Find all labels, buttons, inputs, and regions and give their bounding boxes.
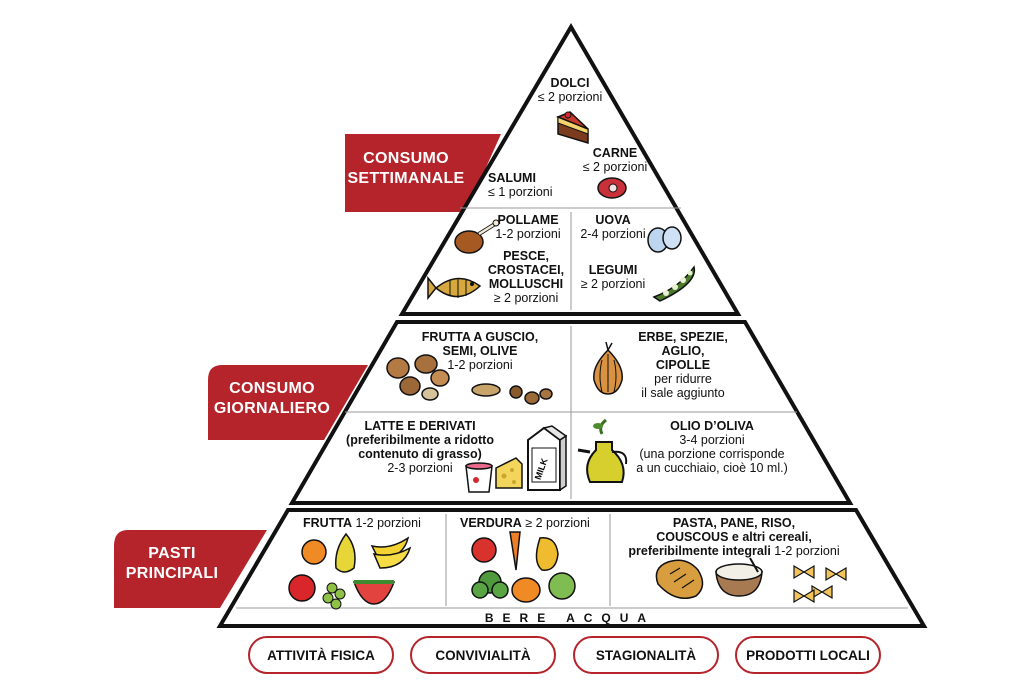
salumi-name: SALUMI [488, 171, 536, 185]
pasta-icon [793, 564, 847, 604]
daily-band [208, 365, 368, 440]
item-olio: OLIO D’OLIVA 3-4 porzioni (una porzione … [632, 419, 792, 475]
dolci-name: DOLCI [550, 76, 590, 90]
olio-note-1: (una porzione corrisponde [639, 447, 785, 461]
erbe-note-2: il sale aggiunto [641, 386, 725, 400]
frutta-guscio-name-2: SEMI, OLIVE [442, 344, 518, 358]
pill-stagionalita: STAGIONALITÀ [573, 636, 719, 674]
main-band [114, 530, 267, 608]
frutta-name: FRUTTA [303, 516, 353, 530]
carne-name: CARNE [592, 146, 638, 160]
eggs-icon [647, 226, 682, 253]
pill-prodotti-locali: PRODOTTI LOCALI [735, 636, 881, 674]
pesce-name-2: CROSTACEI, [487, 263, 565, 277]
erbe-note-1: per ridurre [654, 372, 712, 386]
nuts-icon [386, 354, 553, 405]
cereali-portion: 1-2 porzioni [774, 544, 840, 558]
legumi-portion: ≥ 2 porzioni [580, 277, 646, 291]
milk-carton-icon: MILK [527, 425, 568, 492]
water-label: BERE ACQUA [484, 611, 656, 625]
item-salumi: SALUMI ≤ 1 porzioni [488, 171, 578, 199]
uova-name: UOVA [595, 213, 631, 227]
item-pollame: POLLAME 1-2 porzioni [488, 213, 568, 241]
band-main-line2: PRINCIPALI [125, 565, 219, 582]
item-frutta-guscio: FRUTTA A GUSCIO, SEMI, OLIVE 1-2 porzion… [410, 330, 550, 372]
item-pesce: PESCE, CROSTACEI, MOLLUSCHI ≥ 2 porzioni [482, 249, 570, 305]
erbe-name-1: ERBE, SPEZIE, [638, 330, 728, 344]
frutta-guscio-portion: 1-2 porzioni [447, 358, 513, 372]
cereali-line-2: COUSCOUS e altri cereali, [656, 530, 812, 544]
latte-name: LATTE E DERIVATI [364, 419, 476, 433]
band-weekly-line1: CONSUMO [363, 150, 449, 167]
band-weekly: CONSUMO SETTIMANALE [346, 149, 466, 189]
frutta-portion: 1-2 porzioni [355, 516, 421, 530]
steak-icon [597, 177, 627, 199]
olio-note-2: a un cucchiaio, cioè 10 ml.) [636, 461, 788, 475]
item-dolci: DOLCI ≤ 2 porzioni [520, 76, 620, 104]
erbe-name-2: AGLIO, [661, 344, 705, 358]
bread-icon [655, 559, 704, 599]
peapod-icon [652, 265, 696, 302]
weekly-band [345, 134, 501, 212]
cheese-icon [495, 457, 523, 489]
item-cereali: PASTA, PANE, RISO, COUSCOUS e altri cere… [615, 516, 853, 558]
band-daily-line2: GIORNALIERO [213, 400, 331, 417]
band-weekly-line2: SETTIMANALE [347, 170, 465, 187]
cereali-line-1: PASTA, PANE, RISO, [672, 516, 796, 530]
item-frutta: FRUTTA 1-2 porzioni [303, 516, 443, 530]
fruit-group-icon [288, 532, 412, 610]
pollame-portion: 1-2 porzioni [495, 227, 561, 241]
band-main: PASTI PRINCIPALI [118, 544, 226, 584]
onion-icon [593, 341, 623, 395]
salumi-portion: ≤ 1 porzioni [488, 185, 553, 199]
item-erbe: ERBE, SPEZIE, AGLIO, CIPOLLE per ridurre… [628, 330, 738, 400]
item-uova: UOVA 2-4 porzioni [573, 213, 653, 241]
chicken-leg-icon [454, 219, 500, 254]
item-latte: LATTE E DERIVATI (preferibilmente a rido… [340, 419, 500, 475]
verdura-name: VERDURA [460, 516, 522, 530]
item-legumi: LEGUMI ≥ 2 porzioni [573, 263, 653, 291]
olio-portion: 3-4 porzioni [679, 433, 745, 447]
band-main-line1: PASTI [148, 545, 196, 562]
frutta-guscio-name-1: FRUTTA A GUSCIO, [421, 330, 539, 344]
yogurt-icon [465, 462, 493, 493]
cereali-last: preferibilmente integrali [628, 544, 771, 558]
pollame-name: POLLAME [497, 213, 559, 227]
cake-icon [556, 111, 589, 145]
latte-sub-1: (preferibilmente a ridotto [346, 433, 494, 447]
rice-bowl-icon [715, 557, 763, 597]
pill-attivita-fisica: ATTIVITÀ FISICA [248, 636, 394, 674]
latte-sub-2: contenuto di grasso) [358, 447, 482, 461]
tier-main-outline [216, 508, 928, 628]
fish-icon [427, 275, 482, 301]
item-carne: CARNE ≤ 2 porzioni [565, 146, 665, 174]
item-verdura: VERDURA ≥ 2 porzioni [460, 516, 610, 530]
legumi-name: LEGUMI [588, 263, 638, 277]
pesce-name-1: PESCE, [503, 249, 549, 263]
verdura-portion: ≥ 2 porzioni [525, 516, 590, 530]
carne-portion: ≤ 2 porzioni [582, 160, 648, 174]
cereali-line-3: preferibilmente integrali 1-2 porzioni [615, 544, 853, 558]
olio-name: OLIO D’OLIVA [670, 419, 754, 433]
erbe-name-3: CIPOLLE [655, 358, 711, 372]
weekly-band-curve [345, 134, 360, 212]
olive-oil-icon [577, 418, 628, 483]
band-daily: CONSUMO GIORNALIERO [210, 379, 334, 419]
pill-convivialita: CONVIVIALITÀ [410, 636, 556, 674]
uova-portion: 2-4 porzioni [580, 227, 646, 241]
band-daily-line1: CONSUMO [229, 380, 315, 397]
latte-portion: 2-3 porzioni [387, 461, 453, 475]
dolci-portion: ≤ 2 porzioni [537, 90, 603, 104]
vegetables-group-icon [471, 531, 576, 603]
pesce-name-3: MOLLUSCHI [488, 277, 564, 291]
pesce-portion: ≥ 2 porzioni [493, 291, 559, 305]
